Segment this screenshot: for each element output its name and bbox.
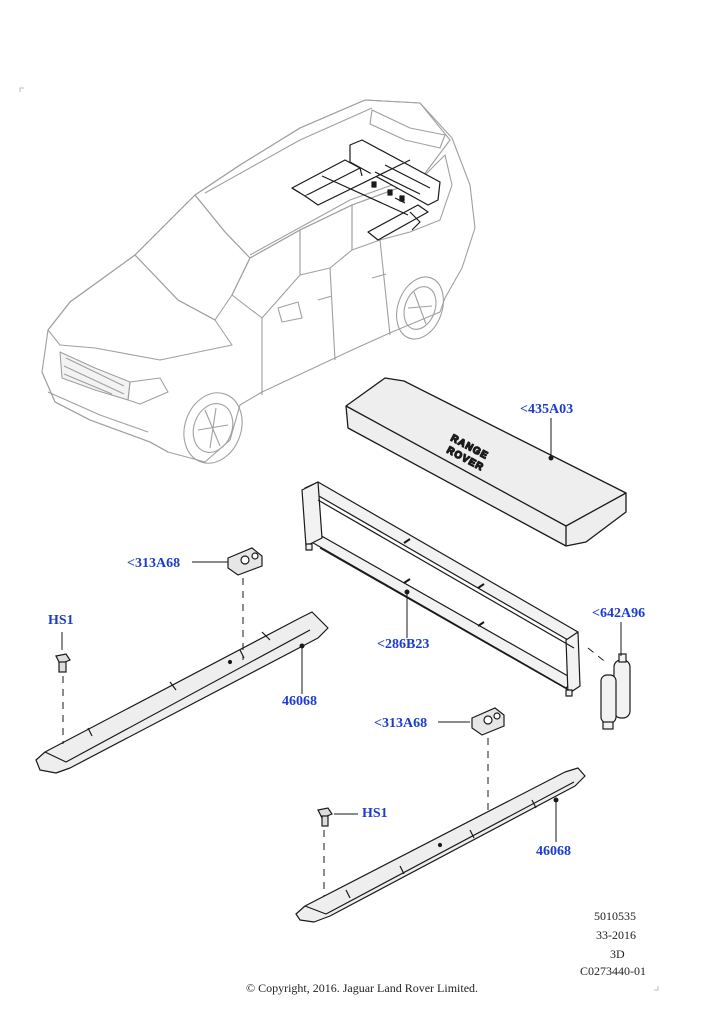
hs1-screw-left[interactable] xyxy=(55,653,71,673)
bracket-top-part[interactable] xyxy=(227,547,263,576)
hs1-screw-right[interactable] xyxy=(317,807,333,827)
roof-mount-mechanism xyxy=(291,139,441,241)
storage-case-part[interactable]: RANGE ROVER xyxy=(345,377,627,547)
view-label: 3D xyxy=(610,947,625,961)
rail-frame-part[interactable] xyxy=(301,481,581,697)
part-code: 5010535 xyxy=(594,909,636,923)
callout-support-leg[interactable]: <642A96 xyxy=(592,606,646,621)
callout-bracket-top[interactable]: <313A68 xyxy=(127,556,181,571)
callout-rail-frame[interactable]: <286B23 xyxy=(377,637,430,652)
alignment-lines xyxy=(62,578,609,896)
vehicle-illustration xyxy=(41,99,476,464)
callout-hs1-left[interactable]: HS1 xyxy=(48,613,74,628)
callout-sill-left[interactable]: 46068 xyxy=(282,694,317,709)
copyright-notice: © Copyright, 2016. Jaguar Land Rover Lim… xyxy=(245,981,479,995)
leader-lines xyxy=(61,418,622,842)
callout-bracket-bottom[interactable]: <313A68 xyxy=(374,716,428,731)
bracket-bottom-part[interactable] xyxy=(471,707,505,736)
callout-hs1-right[interactable]: HS1 xyxy=(362,806,388,821)
sill-right-part[interactable] xyxy=(295,767,586,923)
crop-marks xyxy=(19,87,659,991)
callout-sill-right[interactable]: 46068 xyxy=(536,844,571,859)
sill-left-part[interactable] xyxy=(35,611,329,774)
support-leg-part[interactable] xyxy=(600,653,631,730)
illustration-id: C0273440-01 xyxy=(580,964,646,978)
callout-storage-case[interactable]: <435A03 xyxy=(520,402,574,417)
date-code: 33-2016 xyxy=(596,928,636,942)
